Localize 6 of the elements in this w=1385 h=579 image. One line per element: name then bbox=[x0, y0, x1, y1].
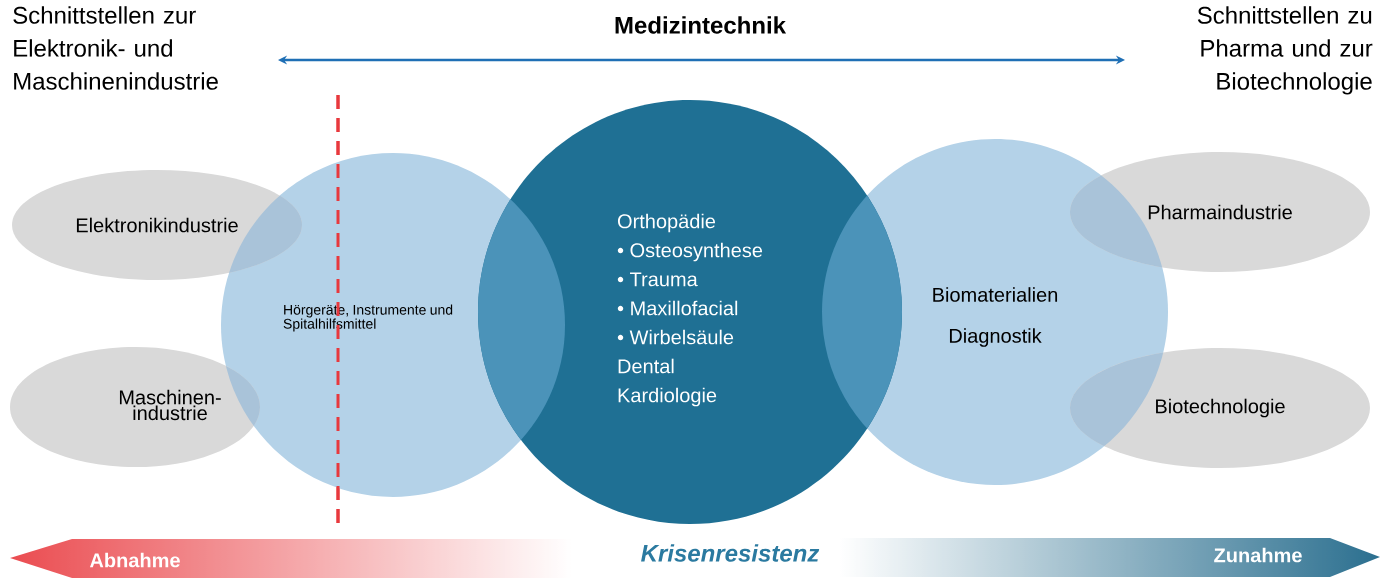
decrease-arrow: Abnahme bbox=[89, 552, 180, 568]
increase-arrow: Zunahme bbox=[1214, 547, 1302, 563]
title: Medizintechnik bbox=[615, 16, 787, 34]
axis-label: Krisenresistenz bbox=[641, 544, 820, 562]
heading: Schnittstellen zur Elektronik- und Maschinenindustrie bbox=[13, 6, 218, 90]
heading: Schnittstellen zu Pharma und zur Biotechnologie bbox=[1197, 6, 1373, 95]
